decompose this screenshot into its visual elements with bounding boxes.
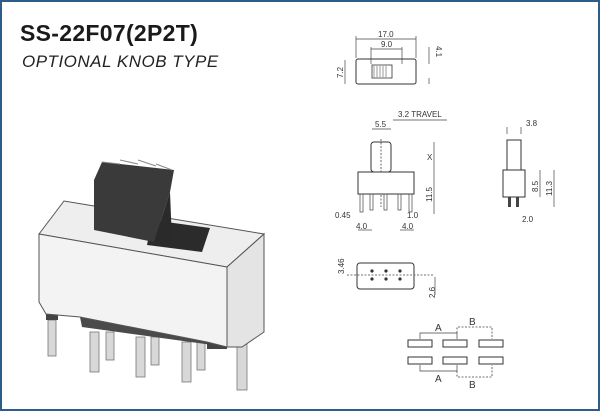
svg-text:3.46: 3.46 bbox=[337, 258, 346, 274]
svg-text:2.6: 2.6 bbox=[428, 286, 437, 298]
subtitle: OPTIONAL KNOB TYPE bbox=[22, 52, 219, 71]
svg-text:7.2: 7.2 bbox=[336, 66, 345, 78]
svg-text:3.2 TRAVEL: 3.2 TRAVEL bbox=[398, 110, 442, 119]
front-view-drawing: 5.5 3.2 TRAVEL X 11.5 0.45 1.0 4.0 4.0 bbox=[335, 110, 447, 231]
svg-text:X: X bbox=[427, 153, 433, 162]
switch-photo bbox=[38, 159, 266, 391]
svg-text:0.45: 0.45 bbox=[335, 211, 351, 220]
svg-text:4.0: 4.0 bbox=[356, 222, 368, 231]
side-view-drawing: 3.8 8.5 11.3 2.0 bbox=[502, 119, 555, 224]
svg-text:A: A bbox=[435, 374, 442, 385]
svg-text:2.0: 2.0 bbox=[522, 215, 534, 224]
svg-text:4.0: 4.0 bbox=[402, 222, 414, 231]
circuit-schematic: A B A B bbox=[407, 317, 504, 391]
model-title: SS-22F07(2P2T) bbox=[20, 20, 199, 46]
svg-text:9.0: 9.0 bbox=[381, 40, 393, 49]
bottom-view-drawing: 3.46 2.6 bbox=[337, 258, 437, 298]
knob bbox=[94, 159, 174, 242]
svg-text:4.1: 4.1 bbox=[434, 46, 443, 58]
svg-text:5.5: 5.5 bbox=[375, 120, 387, 129]
svg-text:A: A bbox=[435, 323, 442, 334]
svg-text:11.3: 11.3 bbox=[545, 180, 554, 196]
svg-text:8.5: 8.5 bbox=[531, 180, 540, 192]
top-view-drawing: 17.0 9.0 4.1 7.2 bbox=[336, 30, 443, 85]
svg-text:3.8: 3.8 bbox=[526, 119, 538, 128]
svg-text:1.0: 1.0 bbox=[407, 211, 419, 220]
svg-text:11.5: 11.5 bbox=[425, 186, 434, 202]
svg-text:B: B bbox=[469, 380, 476, 391]
svg-text:17.0: 17.0 bbox=[378, 30, 394, 39]
svg-text:B: B bbox=[469, 317, 476, 328]
